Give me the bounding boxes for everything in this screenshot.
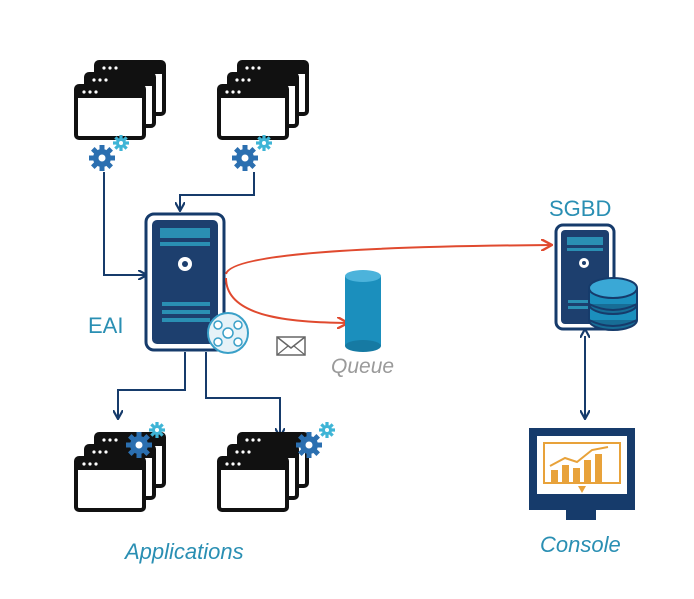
- eai-server-icon: [144, 212, 226, 352]
- envelope-icon: [276, 336, 306, 356]
- arrow-eai-to-sgbd: [225, 245, 551, 275]
- source-app-1: [74, 60, 166, 140]
- eai-label: EAI: [88, 313, 124, 338]
- applications-label: Applications: [125, 539, 244, 564]
- eai-hub-icon: [207, 312, 249, 354]
- queue-cylinder-icon: [345, 270, 381, 352]
- arrow-app2-to-eai: [180, 172, 255, 210]
- arrow-eai-to-queue: [225, 277, 347, 323]
- target-app-2-gear-icon: [296, 422, 335, 458]
- target-app-2: [217, 432, 309, 512]
- source-app-1-gear-icon: [89, 135, 129, 171]
- monitor-chart-icon: [529, 428, 635, 520]
- arrow-eai-to-app4: [205, 352, 280, 436]
- source-app-2-gear-icon: [232, 135, 272, 171]
- queue-label: Queue: [331, 355, 395, 378]
- arrow-app1-to-eai: [103, 172, 146, 275]
- console-label: Console: [540, 532, 621, 557]
- sgbd-label: SGBD: [549, 196, 612, 221]
- source-app-2: [217, 60, 309, 140]
- arrow-eai-to-app3: [118, 352, 186, 418]
- database-stack-icon: [588, 277, 638, 331]
